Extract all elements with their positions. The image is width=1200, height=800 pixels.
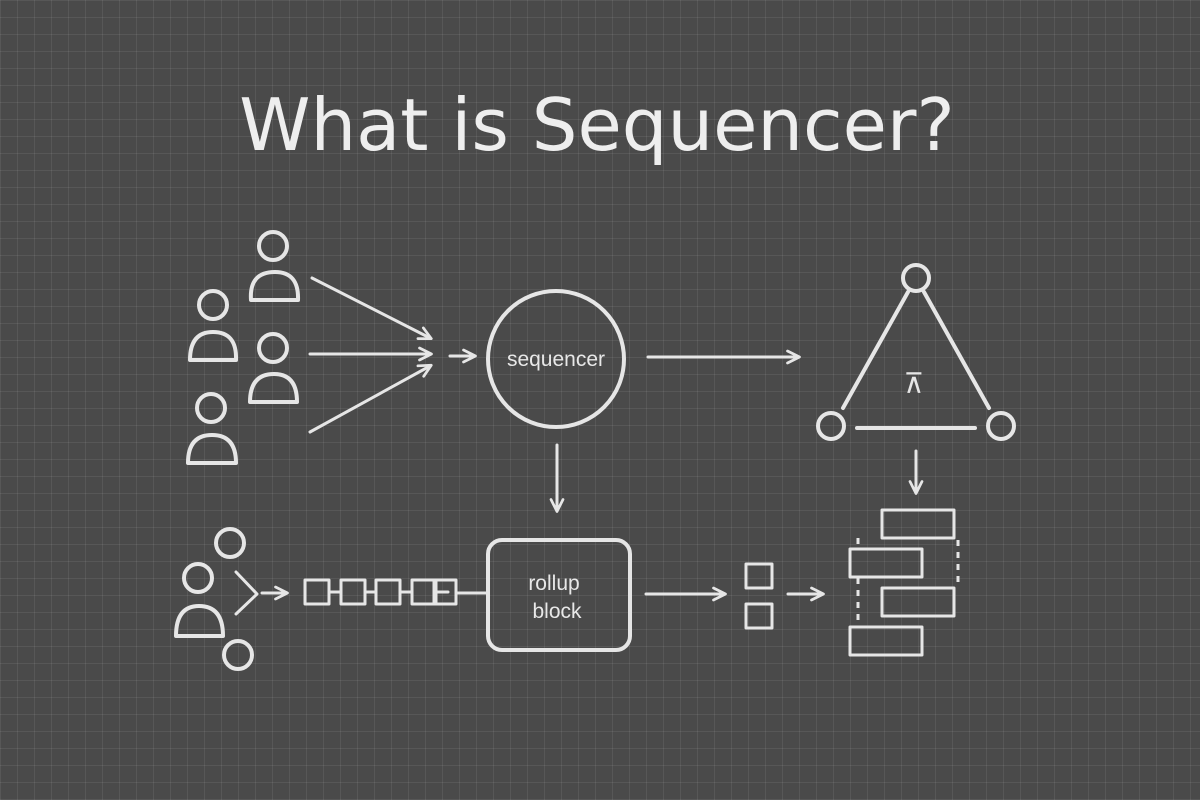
queue-item <box>303 578 331 606</box>
triangle-symbol: ⊼ <box>904 367 925 400</box>
block-stack <box>848 508 960 657</box>
queue-item <box>339 578 367 606</box>
user-icon <box>186 392 238 465</box>
submitters-group <box>174 527 259 671</box>
rollup-block-label-line2: block <box>532 600 582 623</box>
user-arrows <box>308 276 433 434</box>
user-icon <box>248 332 299 404</box>
sequencer-label: sequencer <box>507 348 605 371</box>
queue-item <box>374 578 402 606</box>
page-title: What is Sequencer? <box>239 83 954 167</box>
sequencer-node: sequencer <box>486 289 626 429</box>
rollup-block-label-line1: rollup <box>528 572 579 595</box>
block-batch <box>744 562 774 630</box>
network-triangle: ⊼ <box>816 263 1016 441</box>
user-icon <box>248 230 301 302</box>
rollup-block: rollup block <box>486 538 632 652</box>
queue-item <box>410 578 438 606</box>
user-icon <box>188 289 239 362</box>
users-group <box>186 230 301 465</box>
transaction-queue <box>303 578 488 606</box>
